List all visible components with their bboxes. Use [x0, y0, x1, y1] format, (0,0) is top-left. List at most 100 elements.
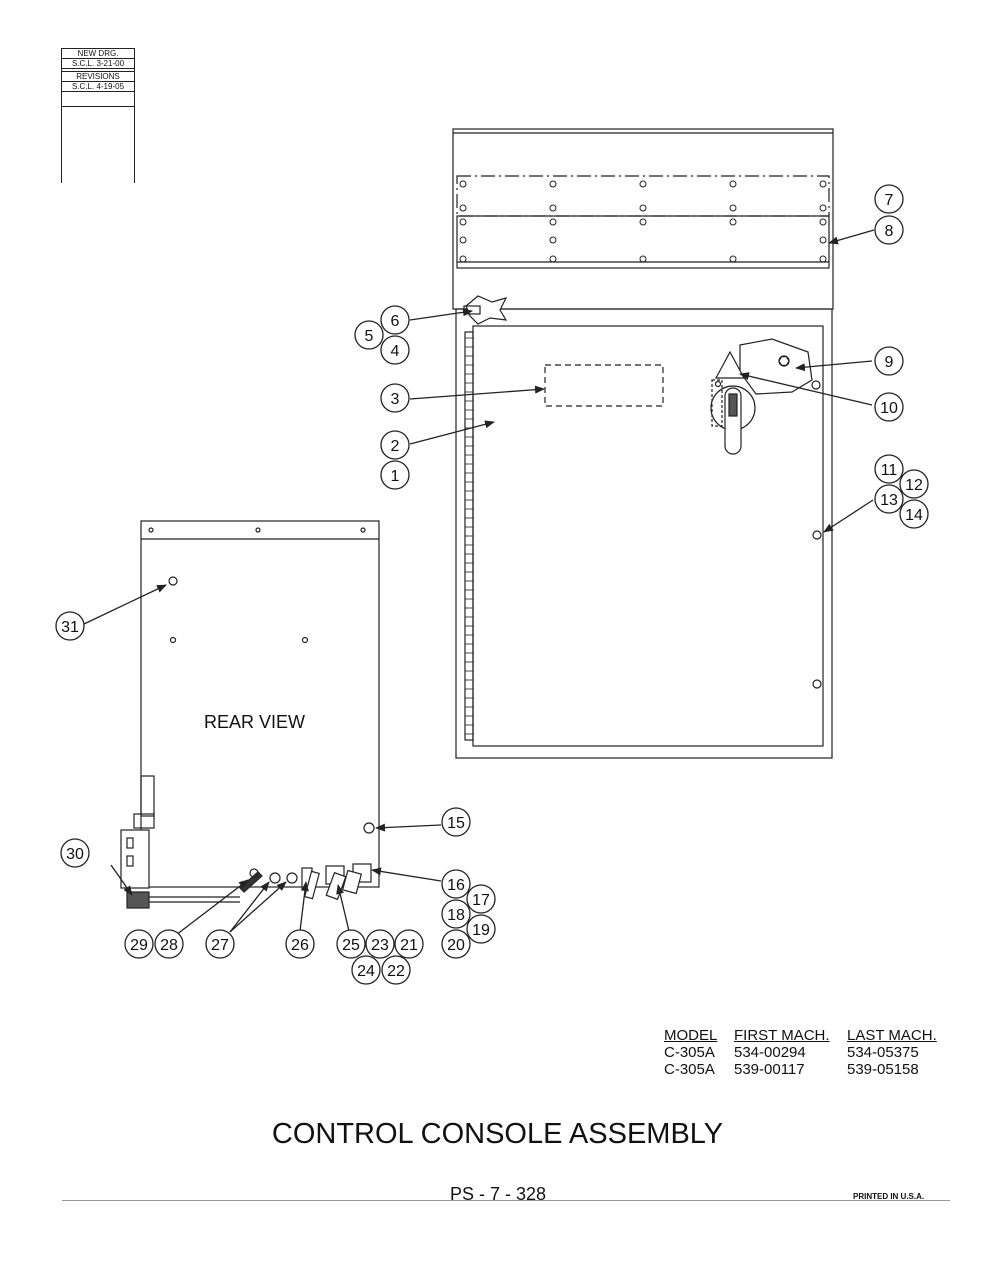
callout-label: 23	[371, 937, 389, 954]
callout-29: 29	[124, 929, 154, 959]
rear-view-label: REAR VIEW	[204, 712, 306, 732]
callout-label: 19	[472, 922, 490, 939]
callout-5: 5	[354, 320, 384, 350]
callout-label: 6	[391, 313, 400, 330]
callout-8: 8	[874, 215, 904, 245]
callout-label: 5	[365, 328, 374, 345]
cable-connector	[126, 891, 150, 909]
revision-date-1: S.C.L. 3-21-00	[62, 59, 134, 69]
callout-11: 11	[874, 454, 904, 484]
callout-19: 19	[466, 914, 496, 944]
header-first-mach: FIRST MACH.	[734, 1027, 830, 1044]
upper-rail	[456, 175, 830, 217]
callout-label: 18	[447, 907, 465, 924]
callout-label: 14	[905, 507, 923, 524]
callout-label: 22	[387, 963, 405, 980]
rear-view-panel	[120, 520, 380, 909]
disconnect-switch	[710, 338, 813, 455]
callout-label: 10	[880, 400, 898, 417]
callout-27: 27	[205, 929, 235, 959]
callout-17: 17	[466, 884, 496, 914]
callout-label: 3	[391, 391, 400, 408]
revision-block: NEW DRG. S.C.L. 3-21-00 REVISIONS S.C.L.…	[61, 48, 135, 183]
leader-lines	[83, 229, 875, 936]
row-first-mach: 539-00117	[734, 1061, 805, 1078]
callout-balloons: 1234567891011121314151617181920212223242…	[55, 184, 929, 985]
callout-14: 14	[899, 499, 929, 529]
callout-label: 28	[160, 937, 178, 954]
callout-label: 11	[881, 462, 898, 479]
revision-divider	[62, 69, 134, 72]
model-table-header: MODEL FIRST MACH. LAST MACH.	[664, 1027, 937, 1044]
door-screw-top	[811, 380, 821, 390]
callout-label: 26	[291, 937, 309, 954]
door-screw-middle	[812, 530, 822, 540]
callout-label: 15	[447, 815, 465, 832]
callout-18: 18	[441, 899, 471, 929]
callout-9: 9	[874, 346, 904, 376]
callout-label: 30	[66, 846, 84, 863]
row-last-mach: 539-05158	[847, 1061, 919, 1078]
rail-holes	[459, 180, 827, 263]
callout-7: 7	[874, 184, 904, 214]
page-title: CONTROL CONSOLE ASSEMBLY	[271, 1118, 724, 1150]
callout-30: 30	[60, 838, 90, 868]
warning-triangle	[714, 350, 746, 379]
front-console	[452, 128, 834, 759]
callout-label: 12	[905, 477, 923, 494]
rear-hole-31	[168, 576, 178, 586]
revision-heading: REVISIONS	[62, 72, 134, 82]
callout-22: 22	[381, 955, 411, 985]
terminal-block	[120, 829, 150, 889]
callout-label: 2	[391, 438, 400, 455]
callout-4: 4	[380, 335, 410, 365]
row-model: C-305A	[664, 1044, 715, 1061]
row-model: C-305A	[664, 1061, 715, 1078]
row-first-mach: 534-00294	[734, 1044, 806, 1061]
header-model: MODEL	[664, 1027, 718, 1044]
callout-label: 21	[400, 937, 418, 954]
callout-2: 2	[380, 430, 410, 460]
rear-hole-15	[363, 822, 375, 834]
callout-label: 20	[447, 937, 465, 954]
callout-26: 26	[285, 929, 315, 959]
side-bracket	[140, 775, 155, 817]
callout-10: 10	[874, 392, 904, 422]
callout-28: 28	[154, 929, 184, 959]
callout-3: 3	[380, 383, 410, 413]
callout-23: 23	[365, 929, 395, 959]
rear-panel	[140, 520, 380, 888]
revision-date-2: S.C.L. 4-19-05	[62, 82, 134, 92]
model-table: MODEL FIRST MACH. LAST MACH. C-305A 534-…	[664, 1027, 937, 1078]
bottom-fittings	[239, 863, 372, 901]
callout-label: 17	[472, 892, 490, 909]
callout-24: 24	[351, 955, 381, 985]
enclosure-body	[455, 308, 833, 759]
callout-label: 16	[447, 877, 465, 894]
callout-6: 6	[380, 305, 410, 335]
callout-12: 12	[899, 469, 929, 499]
callout-label: 13	[880, 492, 898, 509]
callout-21: 21	[394, 929, 424, 959]
bottom-rule	[62, 1200, 950, 1201]
lower-rail	[456, 215, 830, 269]
header-last-mach: LAST MACH.	[847, 1027, 937, 1044]
callout-label: 25	[342, 937, 360, 954]
switch-plate	[739, 338, 813, 395]
callout-label: 8	[885, 223, 894, 240]
page-number: PS - 7 - 328	[450, 1184, 547, 1204]
callout-label: 27	[211, 937, 229, 954]
callout-label: 7	[885, 192, 894, 209]
callout-15: 15	[441, 807, 471, 837]
door-latch	[465, 295, 508, 325]
callout-label: 1	[391, 468, 400, 485]
row-last-mach: 534-05375	[847, 1044, 919, 1061]
callout-31: 31	[55, 611, 85, 641]
callout-label: 31	[61, 619, 79, 636]
callout-25: 25	[336, 929, 366, 959]
callout-1: 1	[380, 460, 410, 490]
callout-16: 16	[441, 869, 471, 899]
callout-20: 20	[441, 929, 471, 959]
label-plate	[544, 364, 664, 407]
